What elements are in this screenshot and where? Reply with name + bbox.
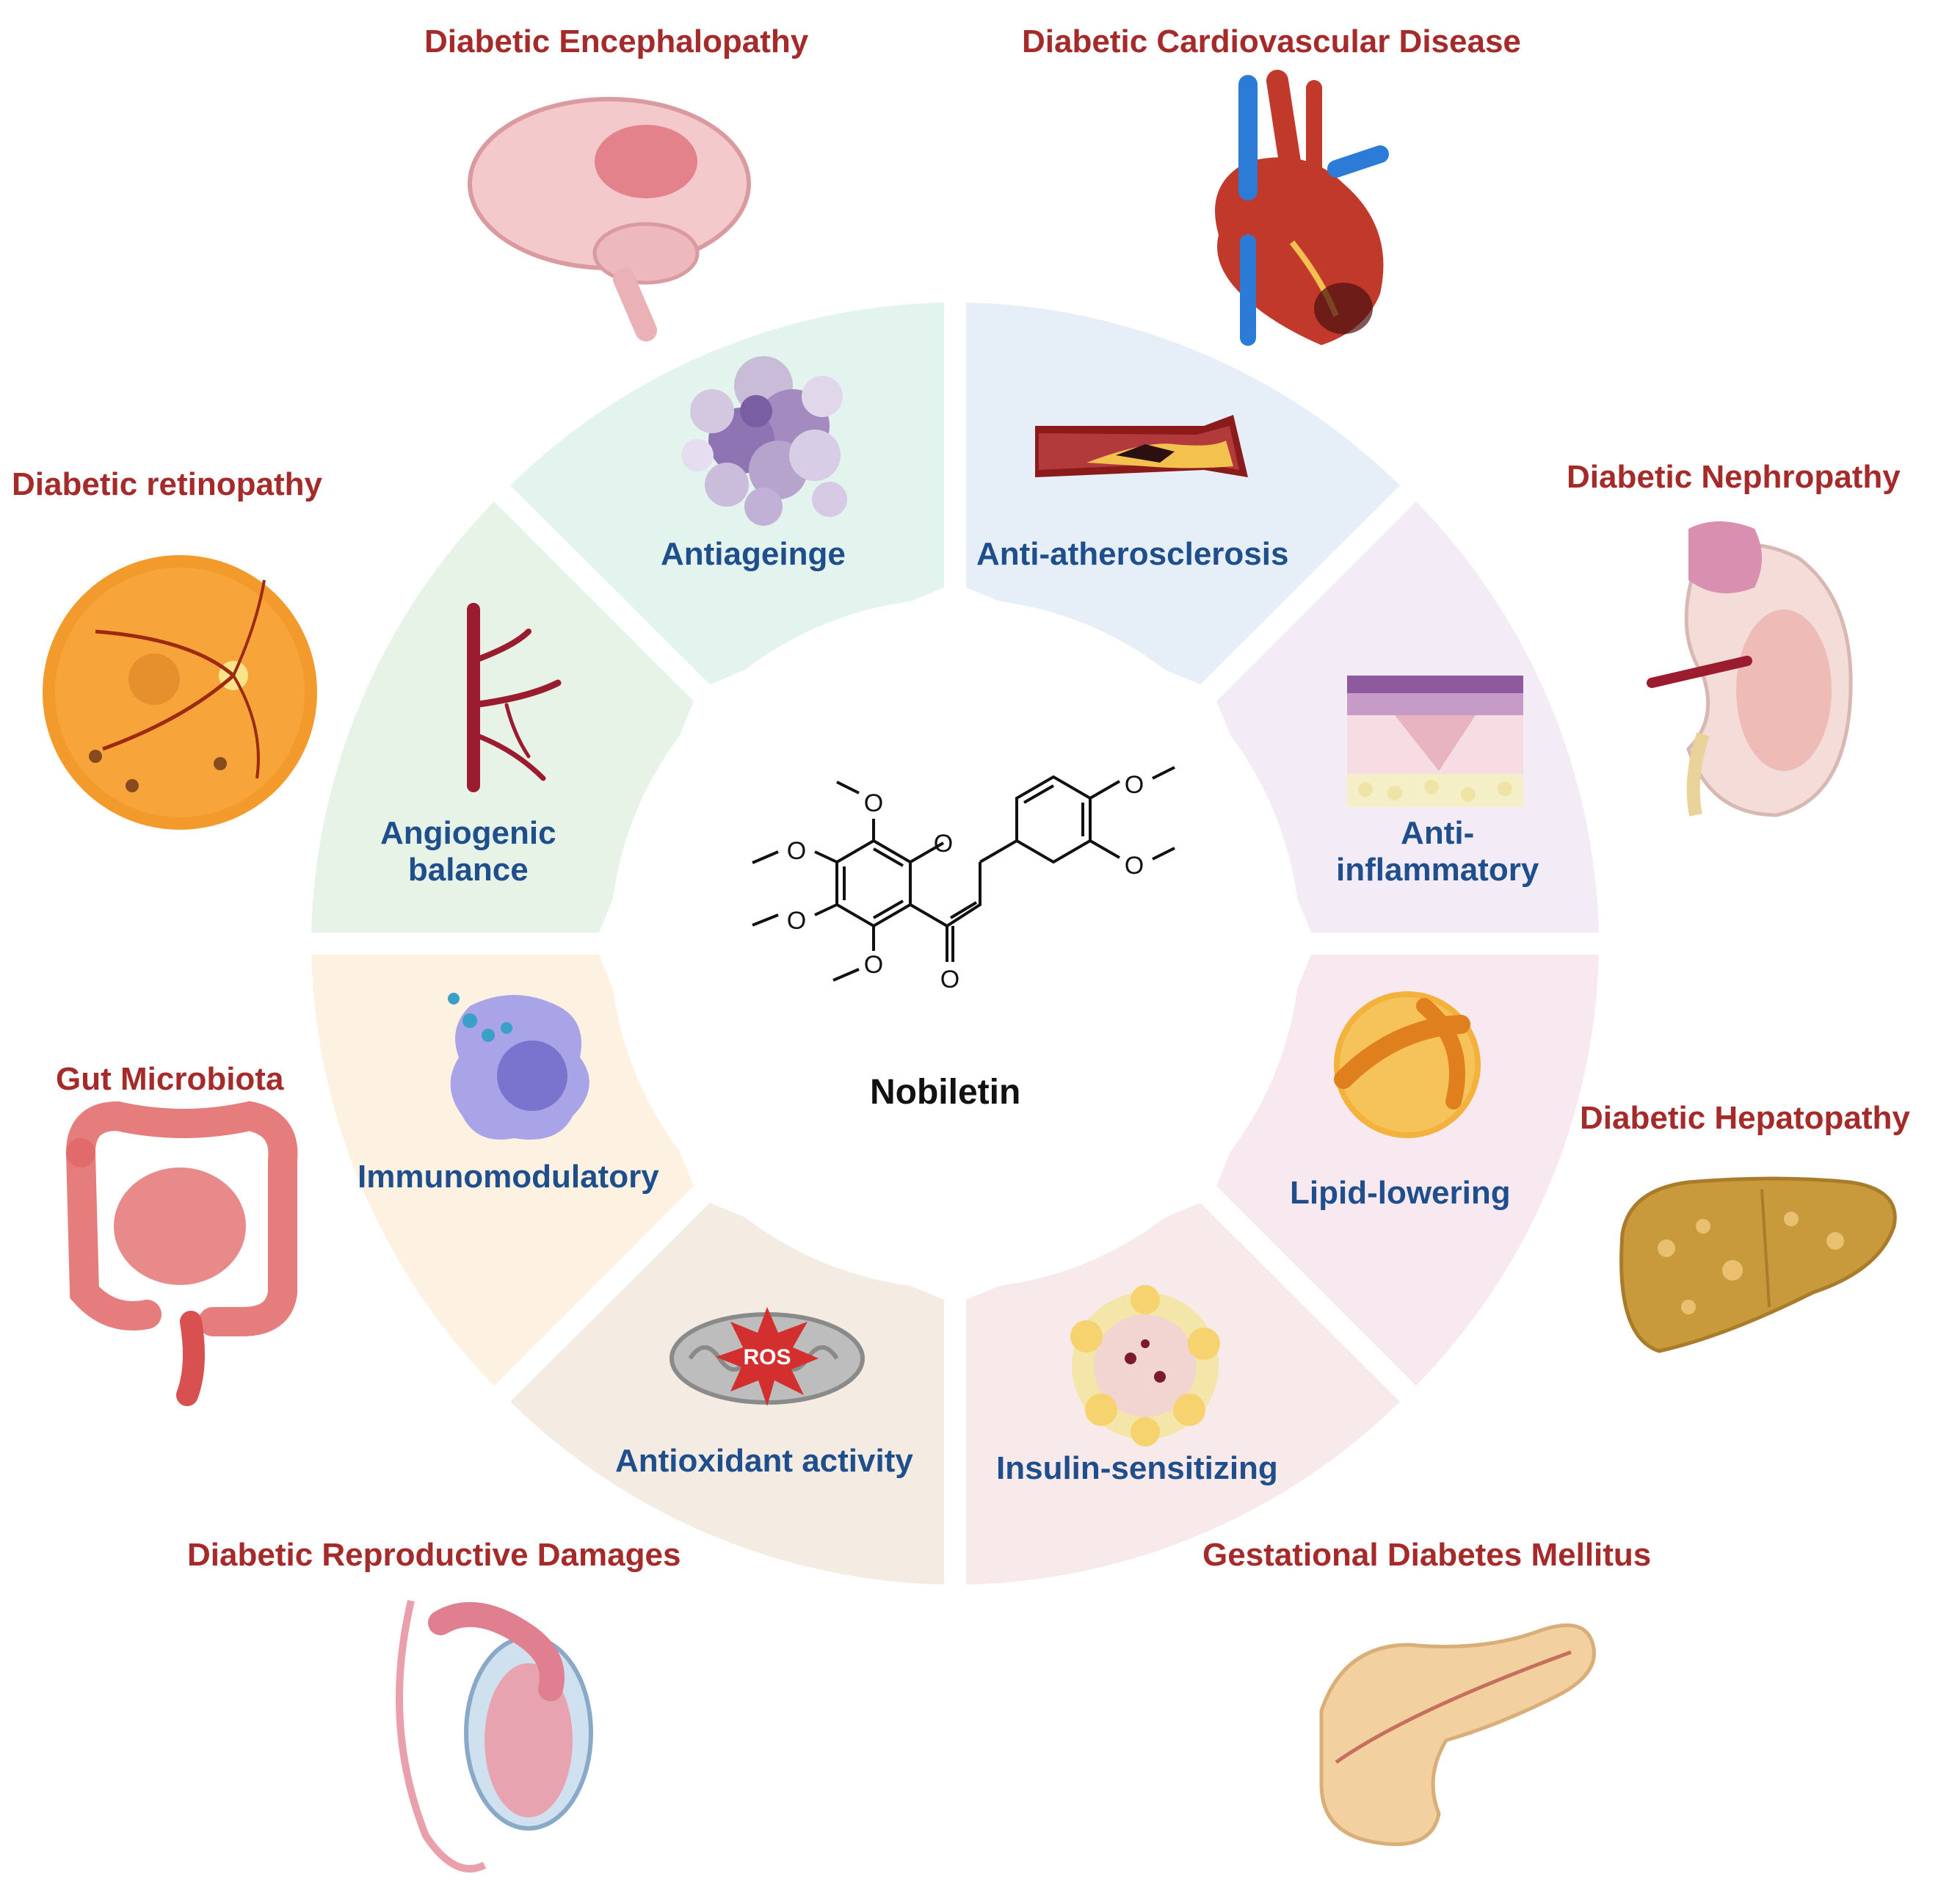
- blood-vessel-icon: [467, 603, 562, 792]
- oxygen-atom: O: [1125, 852, 1144, 880]
- function-label-line: balance: [407, 852, 529, 888]
- adipose-tissue-icon: [1070, 1285, 1220, 1447]
- disease-label-gut: Gut Microbiota: [56, 1061, 284, 1097]
- function-label-line: Angiogenic: [380, 815, 556, 851]
- compound-name: Nobiletin: [870, 1073, 1021, 1112]
- oxygen-atom: O: [1125, 771, 1144, 799]
- oxygen-atom: O: [787, 907, 806, 935]
- function-label-antiageing: Antiageinge: [661, 536, 846, 572]
- liver-icon: [1619, 1176, 1897, 1353]
- ros-burst-icon: [716, 1307, 819, 1406]
- artery-plaque-icon: [1035, 415, 1248, 477]
- function-label-anti-atherosclerosis: Anti-atherosclerosis: [976, 536, 1289, 572]
- disease-label-gestational: Gestational Diabetes Mellitus: [1202, 1537, 1652, 1573]
- function-label-insulin-sensitizing: Insulin-sensitizing: [996, 1450, 1278, 1486]
- oxygen-atoms: O O O O O O O O: [787, 771, 1144, 993]
- function-label-anti-inflammatory: Anti- inflammatory: [1336, 815, 1539, 888]
- oxygen-atom: O: [864, 789, 883, 817]
- retina-icon: [43, 555, 317, 830]
- pancreas-icon: [1319, 1623, 1596, 1847]
- sector-angiogenic: [311, 502, 694, 933]
- testis-icon: [396, 1599, 593, 1872]
- oxygen-atom: O: [934, 830, 953, 858]
- function-label-angiogenic: Angiogenic balance: [380, 815, 556, 888]
- center-circle: [610, 598, 1300, 1289]
- macrophage-icon: [448, 993, 589, 1140]
- ros-label: ROS: [743, 1345, 791, 1369]
- disease-label-cardiovascular: Diabetic Cardiovascular Disease: [1022, 23, 1521, 59]
- disease-label-hepatopathy: Diabetic Hepatopathy: [1580, 1100, 1910, 1136]
- sector-lipid-lowering: [1216, 955, 1599, 1386]
- function-label-line: Anti-: [1401, 815, 1475, 851]
- function-label-antioxidant: Antioxidant activity: [615, 1443, 913, 1479]
- disease-label-encephalopathy: Diabetic Encephalopathy: [424, 23, 809, 59]
- oxygen-atom: O: [940, 966, 959, 993]
- disease-label-reproductive: Diabetic Reproductive Damages: [187, 1537, 681, 1573]
- oxygen-atom: O: [864, 951, 883, 979]
- kidney-icon: [1647, 521, 1853, 817]
- intestine-icon: [66, 1101, 298, 1406]
- skin-layers-icon: [1347, 676, 1523, 807]
- function-label-line: inflammatory: [1336, 852, 1539, 888]
- lipid-droplet-icon: [1334, 991, 1481, 1138]
- sector-anti-atherosclerosis: [966, 303, 1400, 684]
- mitochondrion-icon: [670, 1307, 865, 1406]
- brain-icon: [468, 97, 751, 341]
- oxygen-atom: O: [787, 837, 806, 865]
- function-label-immunomodulatory: Immunomodulatory: [358, 1159, 659, 1195]
- disease-label-retinopathy: Diabetic retinopathy: [12, 466, 322, 502]
- nobiletin-structure: [752, 766, 1175, 982]
- function-label-lipid-lowering: Lipid-lowering: [1290, 1175, 1511, 1211]
- heart-icon: [1215, 70, 1389, 346]
- protein-aggregate-icon: [681, 356, 847, 526]
- sector-immunomodulatory: [311, 955, 694, 1386]
- disease-label-nephropathy: Diabetic Nephropathy: [1567, 459, 1901, 495]
